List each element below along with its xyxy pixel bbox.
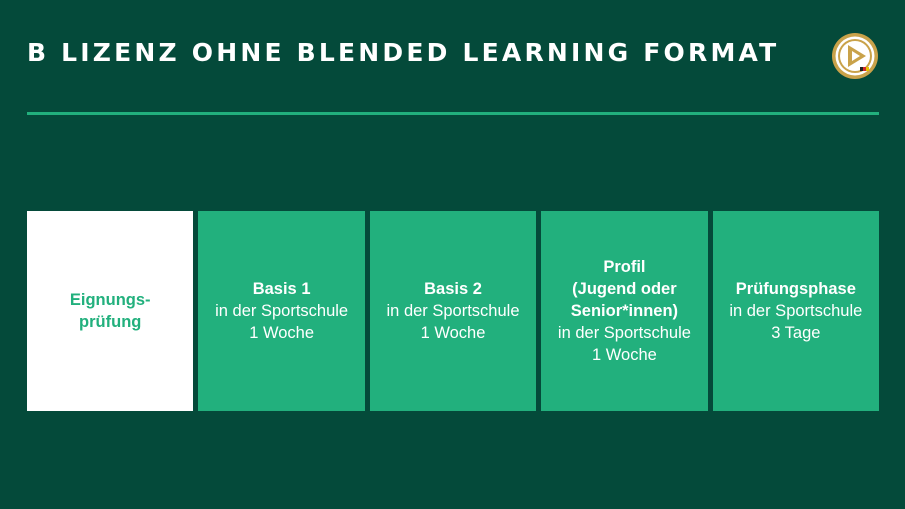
step-duration: 1 Woche [420, 324, 486, 342]
step-title-line: Basis 1 [252, 280, 311, 298]
page-title: B LIZENZ OHNE BLENDED LEARNING FORMAT [27, 38, 780, 67]
step-profil: Profil (Jugend oder Senior*innen) in der… [541, 211, 708, 411]
step-basis-1: Basis 1 in der Sportschule 1 Woche [198, 211, 365, 411]
step-title-line: Senior*innen) [570, 302, 679, 320]
dfb-logo-icon [832, 33, 878, 79]
step-duration: 3 Tage [771, 324, 821, 342]
step-duration: 1 Woche [592, 346, 657, 364]
step-location: in der Sportschule [215, 302, 349, 320]
step-pruefungsphase: Prüfungsphase in der Sportschule 3 Tage [712, 211, 880, 411]
step-location: in der Sportschule [729, 302, 863, 320]
step-location: in der Sportschule [386, 302, 520, 320]
header-divider [27, 112, 879, 115]
step-title-line: (Jugend oder [572, 280, 677, 298]
step-title-line: Basis 2 [424, 280, 482, 298]
course-steps: Eignungs- prüfung Basis 1 in der Sportsc… [27, 211, 880, 411]
step-duration: 1 Woche [249, 324, 315, 342]
step-title-line: Eignungs- [69, 291, 151, 309]
step-title-line: Prüfungsphase [735, 280, 856, 298]
step-title-line: prüfung [79, 313, 142, 331]
step-eignungspruefung: Eignungs- prüfung [27, 211, 194, 411]
step-title-line: Profil [603, 258, 646, 276]
step-basis-2: Basis 2 in der Sportschule 1 Woche [369, 211, 537, 411]
step-location: in der Sportschule [557, 324, 691, 342]
